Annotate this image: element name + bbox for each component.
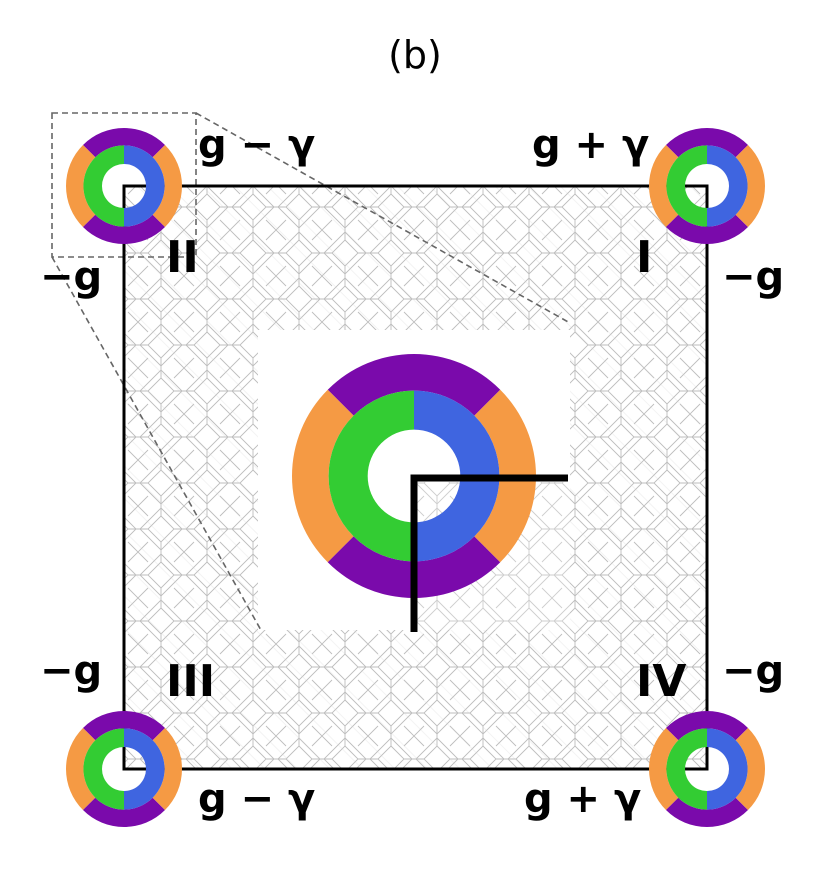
- ring-outer-right: [735, 144, 766, 228]
- quadrant-label-II: II: [166, 232, 199, 283]
- ring-inner-right: [124, 145, 165, 227]
- central-ring: [292, 354, 536, 598]
- ring-outer-top: [665, 710, 749, 741]
- ring-outer-left: [65, 727, 96, 811]
- ring-outer-top: [327, 354, 501, 416]
- ring-outer-bottom: [82, 214, 166, 244]
- ring-outer-right: [152, 144, 182, 228]
- quadrant-label-IV: IV: [636, 656, 686, 707]
- label-III-b: −g: [40, 648, 102, 694]
- axes-marker: [410, 474, 568, 632]
- label-IV-a: g + γ: [524, 776, 641, 822]
- zoom-line-bottom: [51, 256, 263, 633]
- corner-ring-IV: [649, 710, 765, 827]
- ring-inner-left: [328, 390, 414, 562]
- ring-outer-right: [152, 727, 183, 811]
- ring-outer-top: [82, 128, 166, 158]
- quadrant-label-III: III: [166, 656, 215, 707]
- ring-inner-right: [414, 390, 500, 562]
- quadrant-label-I: I: [636, 232, 652, 283]
- label-IV-b: −g: [722, 648, 784, 694]
- corner-ring-I: [648, 127, 766, 245]
- ring-inner-right: [124, 728, 165, 810]
- panel-label: (b): [388, 33, 442, 77]
- ring-outer-bottom: [665, 214, 749, 245]
- ring-outer-right: [735, 727, 765, 811]
- label-II-a: g − γ: [198, 122, 315, 168]
- label-II-b: −g: [40, 254, 102, 300]
- ring-inner-left: [666, 145, 707, 227]
- label-I-b: −g: [722, 254, 784, 300]
- ring-outer-bottom: [665, 797, 749, 827]
- ring-outer-left: [292, 389, 354, 563]
- label-III-a: g − γ: [198, 776, 315, 822]
- ring-outer-left: [649, 727, 679, 811]
- corner-ring-II: [66, 128, 182, 244]
- ring-inner-right: [707, 728, 748, 810]
- ring-inner-right: [707, 145, 748, 227]
- ring-inner-left: [666, 728, 707, 810]
- ring-outer-left: [66, 144, 96, 228]
- zoom-line-top: [195, 112, 571, 324]
- brillouin-frame: [122, 184, 709, 771]
- label-I-a: g + γ: [532, 122, 649, 168]
- ring-outer-top: [82, 710, 166, 741]
- ring-outer-top: [665, 127, 749, 158]
- ring-inner-left: [83, 145, 124, 227]
- ring-outer-bottom: [82, 797, 166, 828]
- corner-ring-III: [65, 710, 183, 828]
- ring-outer-left: [648, 144, 679, 228]
- ring-inner-left: [83, 728, 124, 810]
